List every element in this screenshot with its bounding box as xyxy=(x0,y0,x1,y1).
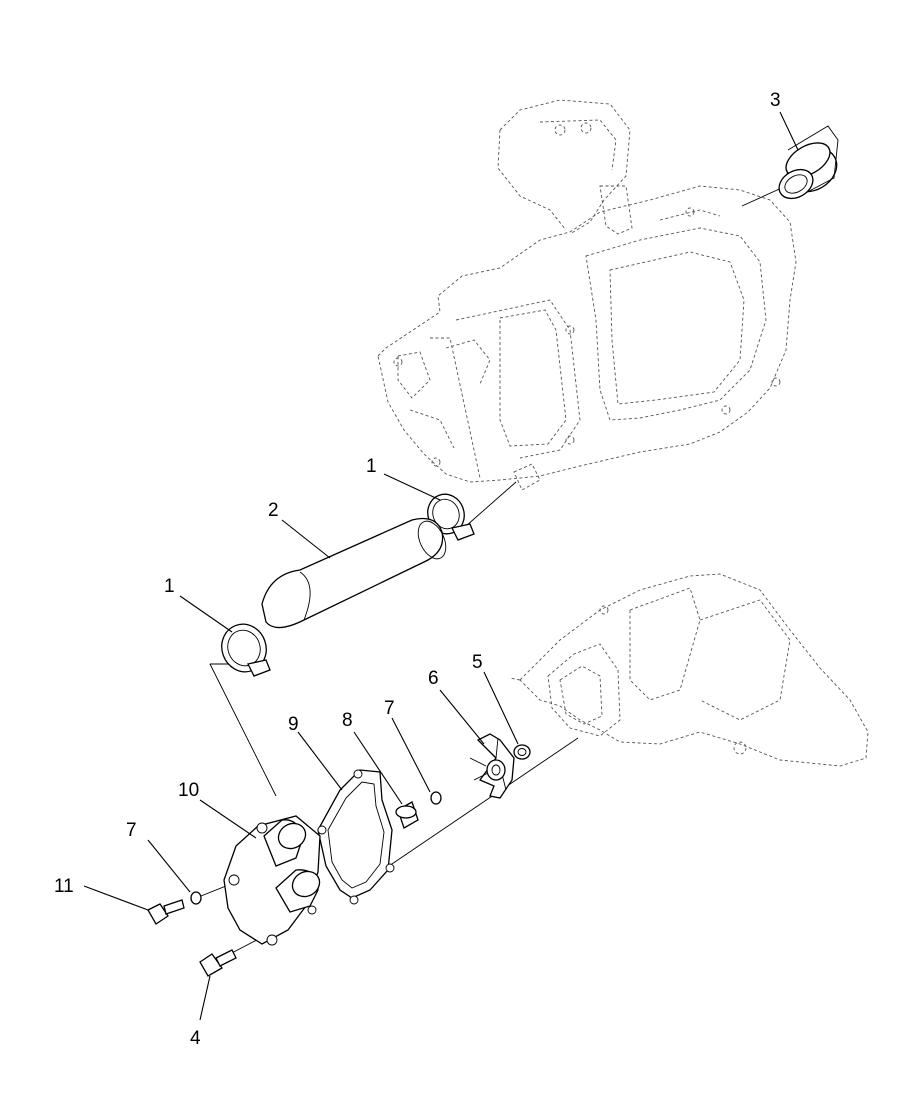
callout-7-middle: 7 xyxy=(384,698,395,719)
callout-6: 6 xyxy=(428,668,439,689)
part-1-lower-hose-clamp xyxy=(221,623,271,677)
callout-2: 2 xyxy=(268,500,279,521)
crankcase-outline xyxy=(509,573,869,767)
part-7-washer-left xyxy=(190,891,202,905)
part-7-washer-middle xyxy=(430,791,442,805)
callout-10: 10 xyxy=(178,780,199,801)
part-5-seal xyxy=(513,744,531,760)
callout-1-lower: 1 xyxy=(164,576,175,597)
callout-5: 5 xyxy=(472,652,483,673)
callout-4: 4 xyxy=(190,1028,201,1049)
part-4-bolt xyxy=(199,949,237,977)
part-11-bolt xyxy=(147,899,185,925)
part-3-thermostat xyxy=(778,125,839,200)
part-6-impeller xyxy=(469,733,515,799)
part-10-pump-housing xyxy=(223,815,321,946)
callout-7-left: 7 xyxy=(126,820,137,841)
callout-9: 9 xyxy=(288,714,299,735)
callout-8: 8 xyxy=(342,710,353,731)
part-8-plug xyxy=(395,801,419,829)
callout-1-upper: 1 xyxy=(366,456,377,477)
callout-3: 3 xyxy=(770,90,781,111)
callout-11: 11 xyxy=(54,876,74,897)
leader-lines xyxy=(83,111,799,1021)
part-9-gasket xyxy=(317,769,395,905)
cylinder-head-outline xyxy=(377,99,797,491)
part-2-hose xyxy=(261,517,447,629)
